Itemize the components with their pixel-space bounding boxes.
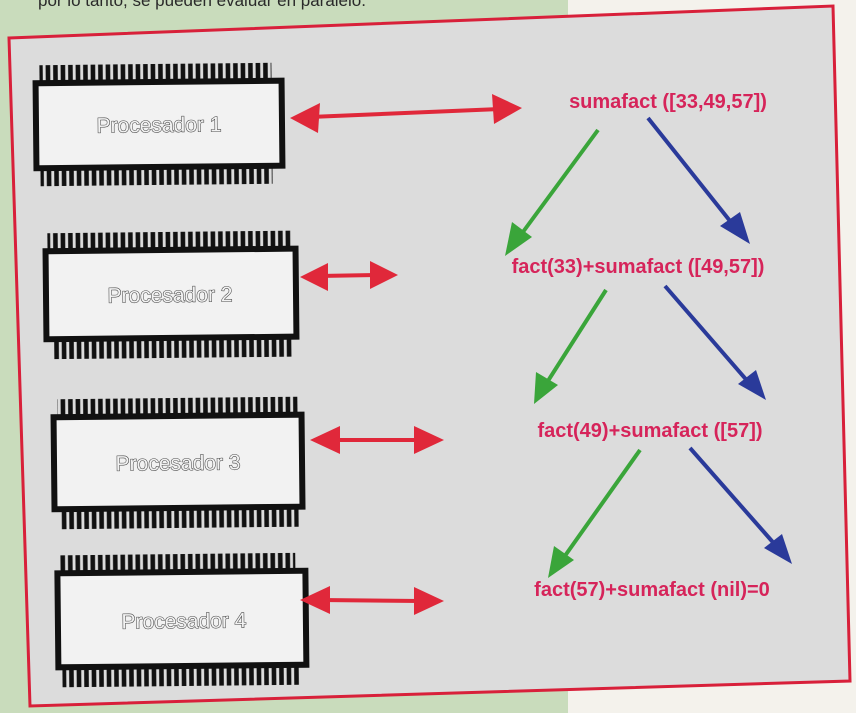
link-arrow-1: [290, 94, 522, 133]
processor-chip-3: Procesador 3: [50, 396, 306, 530]
processor-label-2: Procesador 2: [107, 283, 232, 307]
header-text: por lo tanto, se pueden evaluar en paral…: [38, 0, 366, 10]
left-branch-arrow-2: [534, 288, 608, 404]
link-arrow-4: [300, 586, 444, 615]
link-arrow-3: [310, 426, 444, 454]
expression-3: fact(49)+sumafact ([57]): [537, 420, 762, 442]
processor-chip-2: Procesador 2: [42, 230, 300, 360]
processor-chip-1: Procesador 1: [32, 62, 286, 187]
processor-label-1: Procesador 1: [96, 113, 221, 137]
right-branch-arrow-3: [688, 446, 792, 564]
expression-1: sumafact ([33,49,57]): [569, 91, 767, 113]
left-branch-arrow-1: [505, 128, 600, 256]
right-branch-arrow-1: [646, 116, 750, 244]
right-branch-arrow-2: [663, 284, 766, 400]
processor-label-3: Procesador 3: [115, 451, 240, 475]
expression-2: fact(33)+sumafact ([49,57]): [512, 256, 765, 278]
expression-4: fact(57)+sumafact (nil)=0: [534, 579, 770, 601]
link-arrow-2: [300, 261, 398, 291]
processor-chip-4: Procesador 4: [54, 552, 310, 688]
left-branch-arrow-3: [548, 448, 642, 578]
processor-label-4: Procesador 4: [121, 609, 246, 633]
